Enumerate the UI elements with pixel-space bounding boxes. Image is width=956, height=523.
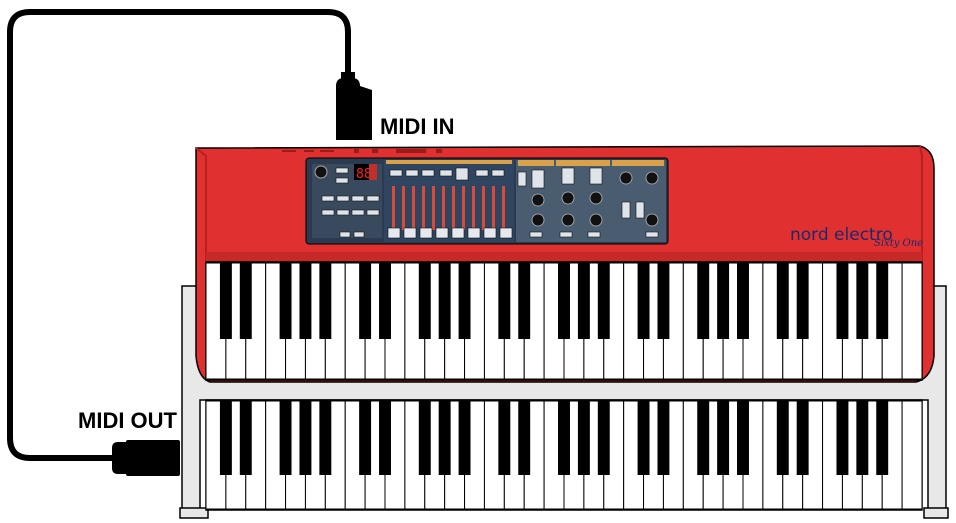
black-key xyxy=(319,401,332,475)
knob[interactable] xyxy=(645,171,659,185)
knob[interactable] xyxy=(645,213,659,227)
black-key xyxy=(737,263,749,339)
black-key xyxy=(458,401,471,475)
black-key xyxy=(498,263,511,339)
black-key xyxy=(299,401,312,475)
black-key xyxy=(379,401,391,475)
brand-logo: nord electro Sixty One xyxy=(790,225,923,249)
black-key xyxy=(279,401,292,475)
knob[interactable] xyxy=(531,213,545,227)
black-key xyxy=(637,263,650,339)
black-key xyxy=(776,263,789,339)
black-key xyxy=(856,401,869,475)
brand-name: nord electro xyxy=(790,225,893,245)
black-key xyxy=(518,263,531,339)
black-key xyxy=(657,401,670,475)
black-key xyxy=(418,263,431,339)
black-key xyxy=(657,263,670,339)
black-key xyxy=(796,263,809,339)
black-key xyxy=(279,263,292,339)
black-key xyxy=(359,263,372,339)
black-key xyxy=(577,401,590,475)
black-key xyxy=(717,263,730,339)
black-key xyxy=(418,401,431,475)
upper-keyboard xyxy=(205,261,923,381)
midi-cable xyxy=(7,9,351,461)
black-key xyxy=(637,401,650,475)
black-key xyxy=(239,401,252,475)
knob[interactable] xyxy=(589,191,603,205)
black-key xyxy=(498,401,511,475)
black-key xyxy=(319,263,332,339)
black-key xyxy=(558,401,570,475)
black-key xyxy=(359,401,372,475)
white-key xyxy=(901,400,923,510)
black-key xyxy=(796,401,809,475)
model-name: Sixty One xyxy=(874,238,923,249)
midi-in-plug xyxy=(336,72,372,140)
program-display-digits: 88 xyxy=(356,167,372,182)
black-key xyxy=(219,263,232,339)
black-key xyxy=(438,401,451,475)
midi-in-label: MIDI IN xyxy=(380,114,455,139)
white-key xyxy=(901,262,923,380)
black-key xyxy=(697,401,710,475)
midi-out-label: MIDI OUT xyxy=(78,408,178,433)
knob[interactable] xyxy=(561,213,575,227)
black-key xyxy=(836,263,849,339)
black-key xyxy=(597,263,610,339)
black-key xyxy=(299,263,312,339)
black-key xyxy=(597,401,610,475)
black-key xyxy=(697,263,710,339)
volume-knob[interactable] xyxy=(314,165,328,179)
black-key xyxy=(737,401,749,475)
knob[interactable] xyxy=(589,213,603,227)
midi-out-plug xyxy=(112,440,180,476)
black-key xyxy=(219,401,232,475)
control-panel: 88 xyxy=(305,157,669,245)
black-key xyxy=(836,401,849,475)
black-key xyxy=(577,263,590,339)
black-key xyxy=(876,401,889,475)
knob[interactable] xyxy=(561,191,575,205)
black-key xyxy=(558,263,570,339)
black-key xyxy=(239,263,252,339)
black-key xyxy=(717,401,730,475)
knob[interactable] xyxy=(531,193,545,207)
black-key xyxy=(518,401,531,475)
black-key xyxy=(776,401,789,475)
black-key xyxy=(856,263,869,339)
black-key xyxy=(438,263,451,339)
lower-keyboard xyxy=(205,399,923,511)
black-key xyxy=(458,263,471,339)
black-key xyxy=(876,263,889,339)
knob[interactable] xyxy=(619,171,633,185)
black-key xyxy=(379,263,391,339)
